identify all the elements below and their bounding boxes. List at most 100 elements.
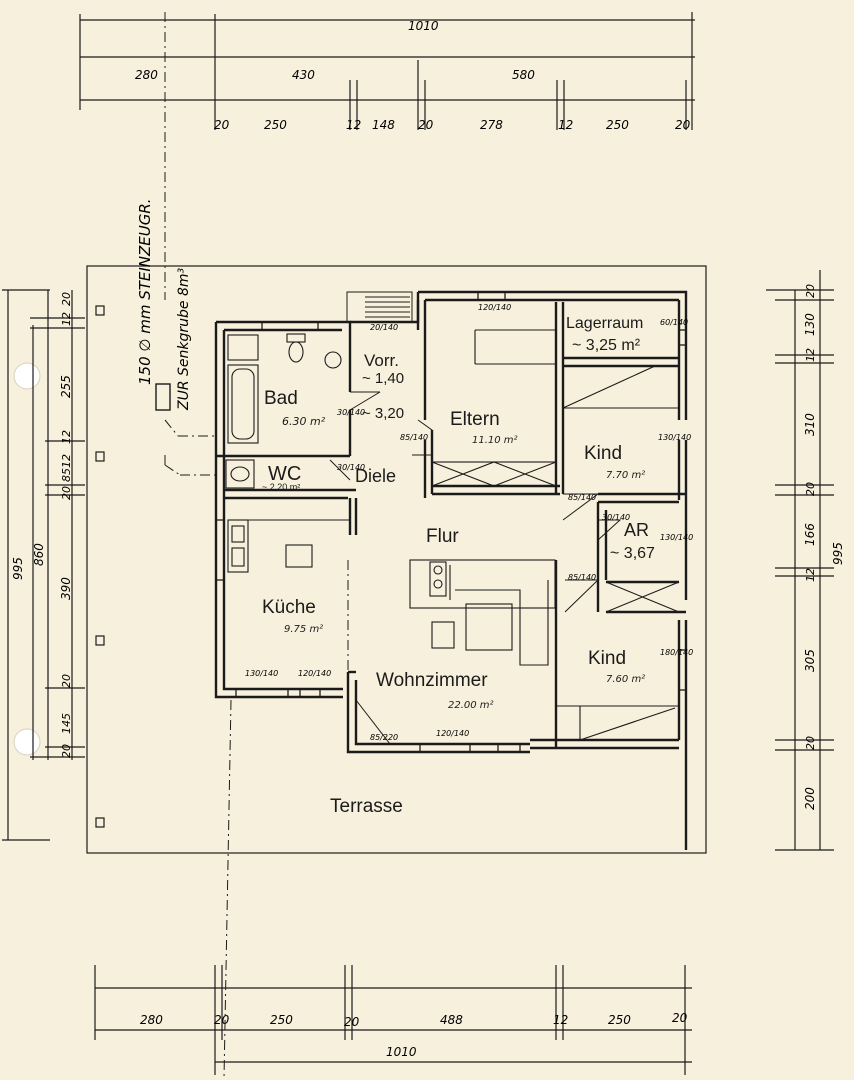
dim-bottom-488: 488 [440, 1013, 463, 1027]
dim-bottom-20a: 20 [214, 1013, 230, 1027]
dim-bottom-250b: 250 [608, 1013, 631, 1027]
room-eltern-area: 11.10 m² [472, 435, 518, 446]
dim-top-148: 148 [372, 118, 395, 132]
room-wc-name: WC [268, 463, 301, 485]
opening-label: 120/140 [436, 729, 469, 738]
dim-left-255: 255 [59, 375, 73, 398]
room-flur-name: Flur [426, 526, 459, 547]
door-swings [329, 391, 622, 745]
opening-label: 20/140 [370, 323, 398, 332]
room-eltern-name: Eltern [450, 409, 500, 430]
dim-left-860: 860 [32, 543, 46, 566]
dim-left-20b: 20 [60, 486, 73, 500]
opening-label: 85/220 [370, 733, 398, 742]
dim-left-12a: 12 [60, 312, 73, 326]
dim-right-200: 200 [803, 787, 817, 810]
room-terrasse-name: Terrasse [330, 796, 403, 817]
dim-bottom-250a: 250 [270, 1013, 293, 1027]
room-wohn-name: Wohnzimmer [376, 670, 488, 691]
bottom-dimensions [94, 965, 692, 1075]
room-kind1-area: 7.70 m² [606, 470, 645, 481]
opening-label: 30/140 [337, 408, 365, 417]
room-ar-area: ~ 3,67 [610, 545, 655, 562]
inspection-chamber [155, 383, 171, 411]
room-kind2-area: 7.60 m² [606, 674, 645, 685]
site-boundary [86, 265, 707, 854]
window-marks [216, 292, 686, 752]
dim-top-20c: 20 [675, 118, 691, 132]
opening-label: 130/140 [245, 669, 278, 678]
dim-bottom-overall: 1010 [386, 1045, 417, 1059]
room-lager-area: ~ 3,25 m² [572, 337, 641, 354]
room-kueche-area: 9.75 m² [284, 624, 323, 635]
dim-right-12a: 12 [804, 348, 817, 362]
dim-left-85: 85 [60, 468, 73, 482]
room-ar-name: AR [624, 520, 649, 540]
dim-top-280: 280 [135, 68, 158, 82]
dim-bottom-20b: 20 [344, 1015, 360, 1029]
opening-label: 85/140 [568, 573, 596, 582]
dim-top-12a: 12 [346, 118, 361, 132]
dim-bottom-20c: 20 [672, 1011, 688, 1025]
opening-label: 30/140 [337, 463, 365, 472]
opening-label: 130/140 [660, 533, 693, 542]
dim-right-12b: 12 [804, 568, 817, 582]
opening-label: 60/140 [660, 318, 688, 327]
room-bad-name: Bad [264, 388, 298, 409]
opening-label: 130/140 [658, 433, 691, 442]
punch-hole [13, 362, 41, 390]
dim-right-overall: 995 [831, 542, 845, 565]
dim-right-20a: 20 [804, 284, 817, 298]
room-diele-name: Diele [355, 466, 396, 486]
opening-label: 30/140 [602, 513, 630, 522]
dim-left-390: 390 [59, 577, 73, 600]
room-kind2-name: Kind [588, 648, 626, 669]
opening-label: 85/140 [400, 433, 428, 442]
dim-top-250b: 250 [606, 118, 629, 132]
opening-label: 120/140 [478, 303, 511, 312]
dim-right-20b: 20 [804, 482, 817, 496]
dim-bottom-280: 280 [140, 1013, 163, 1027]
dim-bottom-12: 12 [553, 1013, 568, 1027]
dim-top-20b: 20 [418, 118, 434, 132]
dim-left-overall: 995 [11, 557, 25, 580]
stair-block [346, 291, 413, 323]
dim-top-580: 580 [512, 68, 535, 82]
furniture [225, 329, 680, 741]
dim-right-130: 130 [803, 313, 817, 336]
dim-top-278: 278 [480, 118, 503, 132]
room-wohn-area: 22.00 m² [448, 700, 494, 711]
opening-label: 120/140 [298, 669, 331, 678]
dim-top-250a: 250 [264, 118, 287, 132]
dim-right-20c: 20 [804, 736, 817, 750]
room-kueche-name: Küche [262, 597, 316, 618]
pit-annotation: ZUR Senkgrube 8m³ [176, 267, 192, 411]
room-kind1-name: Kind [584, 443, 622, 464]
opening-label: 85/140 [568, 493, 596, 502]
room-bad-area: 6.30 m² [282, 415, 326, 428]
dim-right-305: 305 [803, 649, 817, 672]
room-diele-area: ~ 3,20 [362, 405, 404, 422]
opening-label: 180/140 [660, 648, 693, 657]
dim-left-20c: 20 [60, 674, 73, 688]
dim-left-12c: 12 [60, 454, 73, 468]
room-wc-area: ~ 2,20 m² [262, 482, 300, 492]
axis-lines [164, 12, 349, 1079]
punch-hole [13, 728, 41, 756]
pipe-annotation: 150 ∅ mm STEINZEUGR. [136, 198, 154, 385]
dim-top-overall: 1010 [408, 19, 439, 33]
dim-right-310: 310 [803, 413, 817, 436]
dim-right-166: 166 [803, 523, 817, 546]
dim-left-145: 145 [60, 713, 73, 734]
right-dimensions [766, 270, 834, 851]
dim-top-12b: 12 [558, 118, 573, 132]
dim-left-20a: 20 [60, 292, 73, 306]
room-vorr-name: Vorr. [364, 351, 399, 370]
dim-left-20d: 20 [60, 744, 73, 758]
dim-left-12b: 12 [60, 430, 73, 444]
room-vorr-area: ~ 1,40 [362, 370, 404, 387]
left-dimensions [2, 289, 85, 841]
site-markers [95, 305, 105, 828]
